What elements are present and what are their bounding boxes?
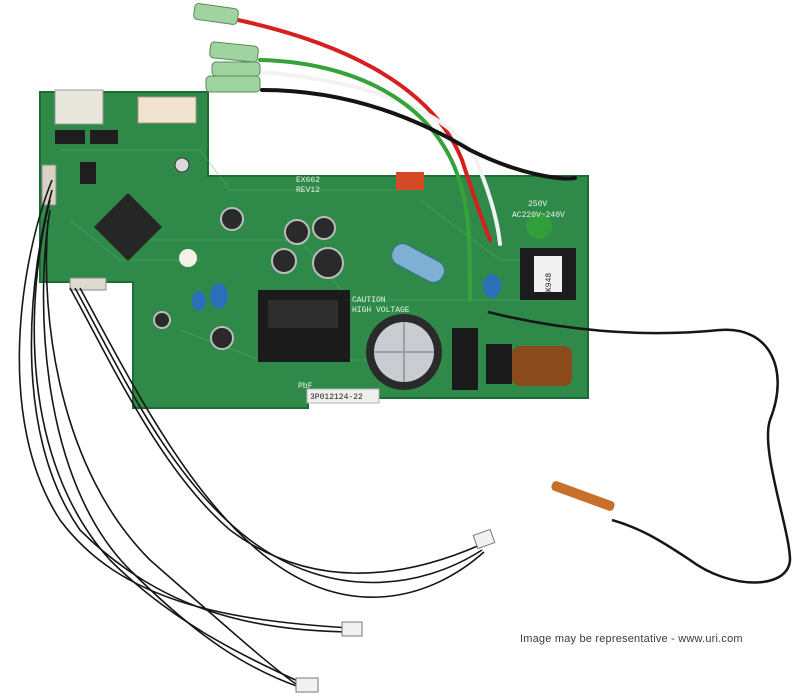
electrolytic-capacitor bbox=[312, 247, 344, 279]
board-revision-text: REV12 bbox=[296, 186, 320, 195]
ic-chip bbox=[80, 162, 96, 184]
copper-temperature-sensor bbox=[551, 481, 615, 511]
electrolytic-capacitor bbox=[312, 216, 336, 240]
harness-connector bbox=[472, 528, 496, 550]
electrolytic-capacitor bbox=[271, 248, 297, 274]
fuse bbox=[391, 243, 445, 283]
ic-chip bbox=[55, 130, 85, 144]
capacitor bbox=[179, 249, 197, 267]
connector-block bbox=[54, 89, 104, 125]
electrolytic-capacitor bbox=[220, 207, 244, 231]
voltage-text: AC220V~240V bbox=[512, 211, 565, 220]
sensor-harness bbox=[18, 179, 485, 691]
filter-coil bbox=[512, 346, 572, 386]
capacitor-box bbox=[486, 344, 512, 384]
part-sticker bbox=[306, 388, 380, 404]
blue-capacitor bbox=[210, 283, 228, 309]
green-capacitor bbox=[526, 213, 552, 239]
high-voltage-text: HIGH VOLTAGE bbox=[352, 306, 410, 315]
relay bbox=[396, 172, 424, 190]
capacitor-box bbox=[452, 328, 478, 390]
transformer-label bbox=[268, 300, 338, 328]
harness-connector bbox=[341, 621, 363, 637]
blue-capacitor bbox=[483, 274, 501, 298]
electrolytic-capacitor bbox=[210, 326, 234, 350]
thermistor-wire bbox=[487, 310, 792, 584]
pbf-mark: PbF bbox=[298, 382, 313, 391]
spade-terminals bbox=[193, 3, 261, 93]
caution-text: CAUTION bbox=[352, 296, 386, 305]
side-connector bbox=[69, 277, 107, 291]
ic-chip bbox=[90, 130, 118, 144]
part-number-text: 3P012124-22 bbox=[310, 393, 363, 402]
capacitor-vent bbox=[374, 322, 434, 382]
harness-connector bbox=[295, 677, 319, 693]
image-caption: Image may be representative - www.uri.co… bbox=[520, 633, 743, 645]
capacitor bbox=[174, 157, 190, 173]
electrolytic-capacitor bbox=[153, 311, 171, 329]
choke-label-text: K948 bbox=[545, 273, 554, 292]
board-model-text: EX662 bbox=[296, 176, 320, 185]
fuse-rating-text: 250V bbox=[528, 200, 547, 209]
blue-capacitor bbox=[192, 291, 206, 311]
electrolytic-capacitor bbox=[284, 219, 310, 245]
power-wires bbox=[236, 18, 577, 302]
connector-block bbox=[137, 96, 197, 124]
choke-label bbox=[534, 256, 562, 292]
